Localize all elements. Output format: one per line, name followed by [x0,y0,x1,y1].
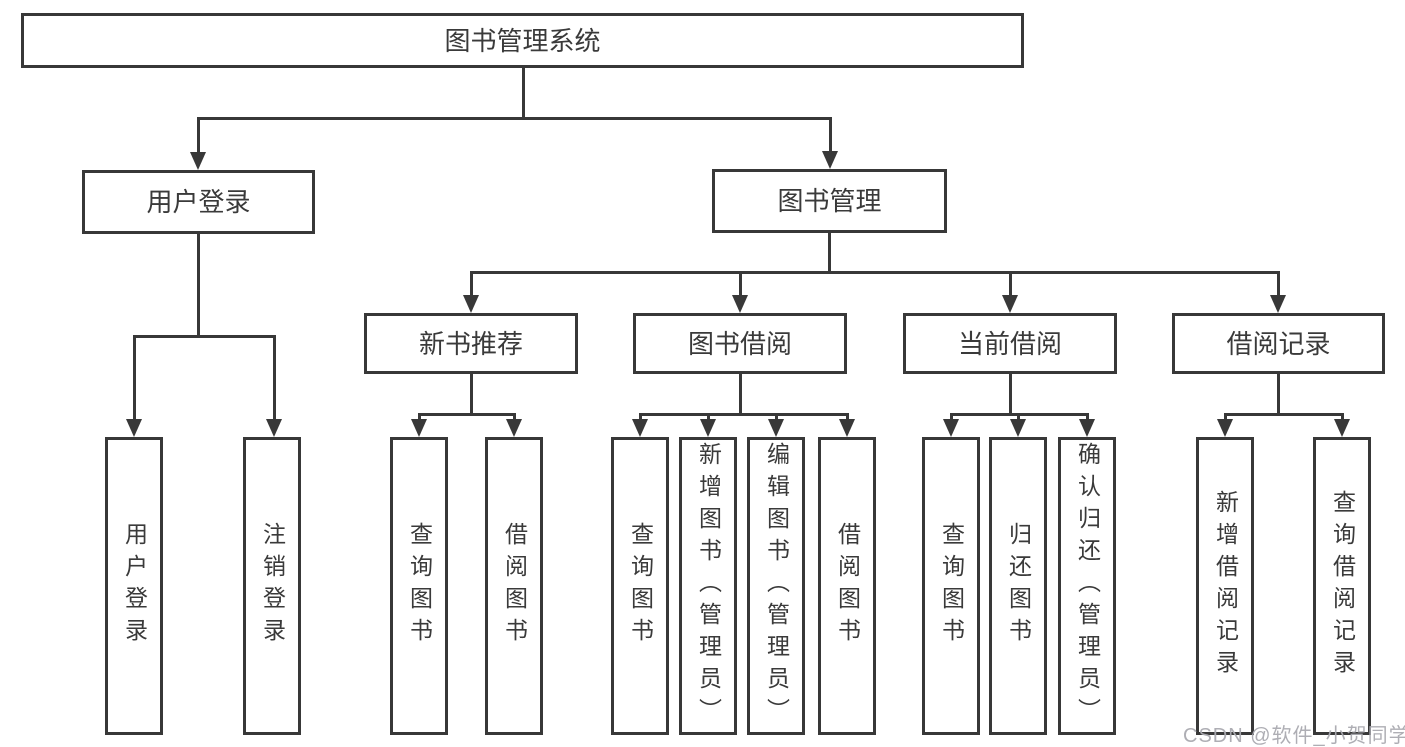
arrow-down-icon [266,419,282,437]
node-book-management: 图书管理 [712,169,947,233]
arrow-down-icon [126,419,142,437]
connector-sub-branch [418,413,515,416]
leaf-borrow-books: 借阅图书 [818,437,876,735]
connector-to-leaf [1341,413,1344,421]
leaf-confirm-return-admin: 确认归还（管理员） [1058,437,1116,735]
node-library-system: 图书管理系统 [21,13,1024,68]
arrow-down-icon [943,419,959,437]
connector-to-leaf [846,413,849,421]
node-current-borrow: 当前借阅 [903,313,1117,374]
connector-to-leaf [1086,413,1089,421]
arrow-down-icon [732,295,748,313]
leaf-add-books-admin: 新增图书（管理员） [679,437,737,735]
connector-to-leaf [1017,413,1020,421]
arrow-down-icon [822,151,838,169]
leaf-edit-books-admin: 编辑图书（管理员） [747,437,805,735]
connector-to-user-login [197,117,200,154]
arrow-down-icon [700,419,716,437]
arrow-down-icon [1079,419,1095,437]
connector-sub-branch [1224,413,1343,416]
connector-level3-branch [470,271,1279,274]
node-borrow-records: 借阅记录 [1172,313,1385,374]
connector-to-leaf [775,413,778,421]
connector-to-current-borrow [1009,271,1012,297]
connector-to-leaf [418,413,421,421]
arrow-down-icon [1002,295,1018,313]
node-book-borrow: 图书借阅 [633,313,847,374]
connector-to-leaf [950,413,953,421]
connector-to-leaf [133,335,136,421]
connector-to-leaf [639,413,642,421]
connector-root-stem [522,67,525,120]
connector-to-leaf [707,413,710,421]
leaf-return-books: 归还图书 [989,437,1047,735]
node-user-login: 用户登录 [82,170,315,234]
leaf-add-borrow-record: 新增借阅记录 [1196,437,1254,735]
connector-to-borrow-records [1277,271,1280,297]
arrow-down-icon [839,419,855,437]
arrow-down-icon [190,152,206,170]
arrow-down-icon [463,295,479,313]
arrow-down-icon [1270,295,1286,313]
connector-stem [1277,372,1280,416]
arrow-down-icon [1217,419,1233,437]
connector-to-new-book [470,271,473,297]
connector-stem [739,372,742,416]
connector-to-leaf [273,335,276,421]
arrow-down-icon [1010,419,1026,437]
connector-sub-branch [639,413,848,416]
connector-to-leaf [1224,413,1227,421]
leaf-query-borrow-record: 查询借阅记录 [1313,437,1371,735]
connector-stem [1009,372,1012,416]
leaf-logout: 注销登录 [243,437,301,735]
connector-level2-branch [197,117,831,120]
leaf-query-books-recommend: 查询图书 [390,437,448,735]
arrow-down-icon [411,419,427,437]
connector-to-book-borrow [739,271,742,297]
connector-user-login-stem [197,232,200,336]
connector-stem [470,372,473,416]
csdn-watermark: CSDN @软件_小贺同学 [1183,725,1405,747]
arrow-down-icon [768,419,784,437]
node-new-book-recommend: 新书推荐 [364,313,578,374]
connector-to-leaf [513,413,516,421]
connector-user-login-branch [133,335,275,338]
arrow-down-icon [506,419,522,437]
leaf-borrow-books-recommend: 借阅图书 [485,437,543,735]
leaf-user-login: 用户登录 [105,437,163,735]
arrow-down-icon [1334,419,1350,437]
connector-book-management-stem [828,231,831,273]
leaf-query-books-borrow: 查询图书 [611,437,669,735]
arrow-down-icon [632,419,648,437]
connector-to-book-management [829,117,832,154]
leaf-query-books-current: 查询图书 [922,437,980,735]
